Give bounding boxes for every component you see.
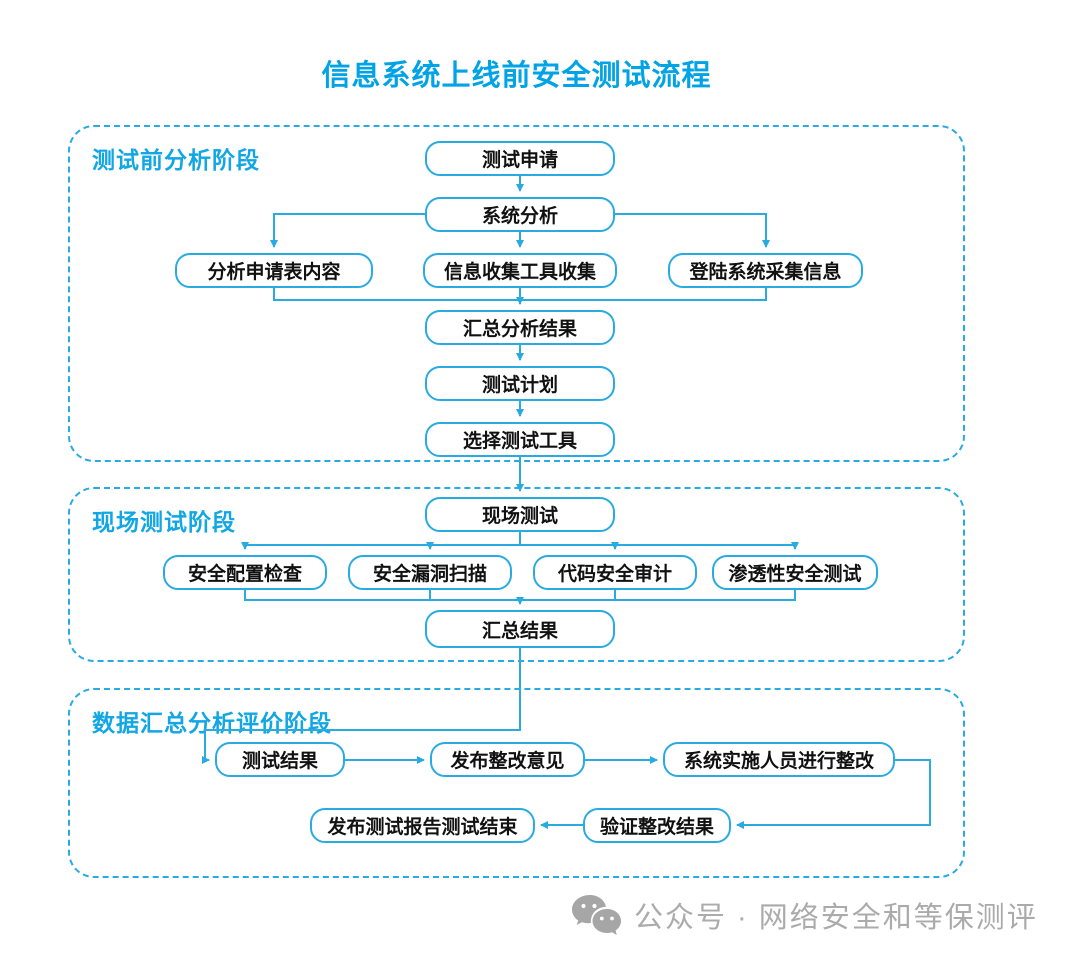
node-implementers-rectify: 系统实施人员进行整改 <box>663 742 895 777</box>
node-penetration-test: 渗透性安全测试 <box>712 555 878 590</box>
watermark-text: 公众号 · 网络安全和等保测评 <box>634 902 1038 934</box>
node-test-plan: 测试计划 <box>425 366 615 401</box>
section-label-pre-test-analysis: 测试前分析阶段 <box>92 147 260 173</box>
section-label-data-summary-evaluation: 数据汇总分析评价阶段 <box>92 710 332 736</box>
node-test-results: 测试结果 <box>215 742 345 777</box>
node-test-request: 测试申请 <box>425 141 615 176</box>
page-title: 信息系统上线前安全测试流程 <box>321 60 712 92</box>
node-login-system-collect: 登陆系统采集信息 <box>668 253 863 288</box>
node-info-collection-tools: 信息收集工具收集 <box>423 253 617 288</box>
node-onsite-testing: 现场测试 <box>425 497 615 532</box>
node-select-test-tools: 选择测试工具 <box>425 422 615 457</box>
node-summarize-results: 汇总结果 <box>425 610 615 648</box>
wechat-bubbles-icon <box>570 893 622 937</box>
node-verify-rectification: 验证整改结果 <box>583 808 731 843</box>
watermark: 公众号 · 网络安全和等保测评 <box>570 890 1060 940</box>
node-summarize-analysis-results: 汇总分析结果 <box>425 310 615 345</box>
node-vulnerability-scan: 安全漏洞扫描 <box>348 555 512 590</box>
node-code-security-audit: 代码安全审计 <box>533 555 697 590</box>
node-publish-report-end: 发布测试报告测试结束 <box>310 808 535 843</box>
node-system-analysis: 系统分析 <box>425 197 615 232</box>
section-label-onsite-testing: 现场测试阶段 <box>92 509 236 535</box>
node-security-config-check: 安全配置检查 <box>163 555 327 590</box>
node-analyze-application-form: 分析申请表内容 <box>175 253 373 288</box>
section-data-summary-evaluation: 数据汇总分析评价阶段 <box>68 688 965 878</box>
section-pre-test-analysis: 测试前分析阶段 <box>68 125 965 462</box>
node-issue-rectification-opinions: 发布整改意见 <box>430 742 585 777</box>
